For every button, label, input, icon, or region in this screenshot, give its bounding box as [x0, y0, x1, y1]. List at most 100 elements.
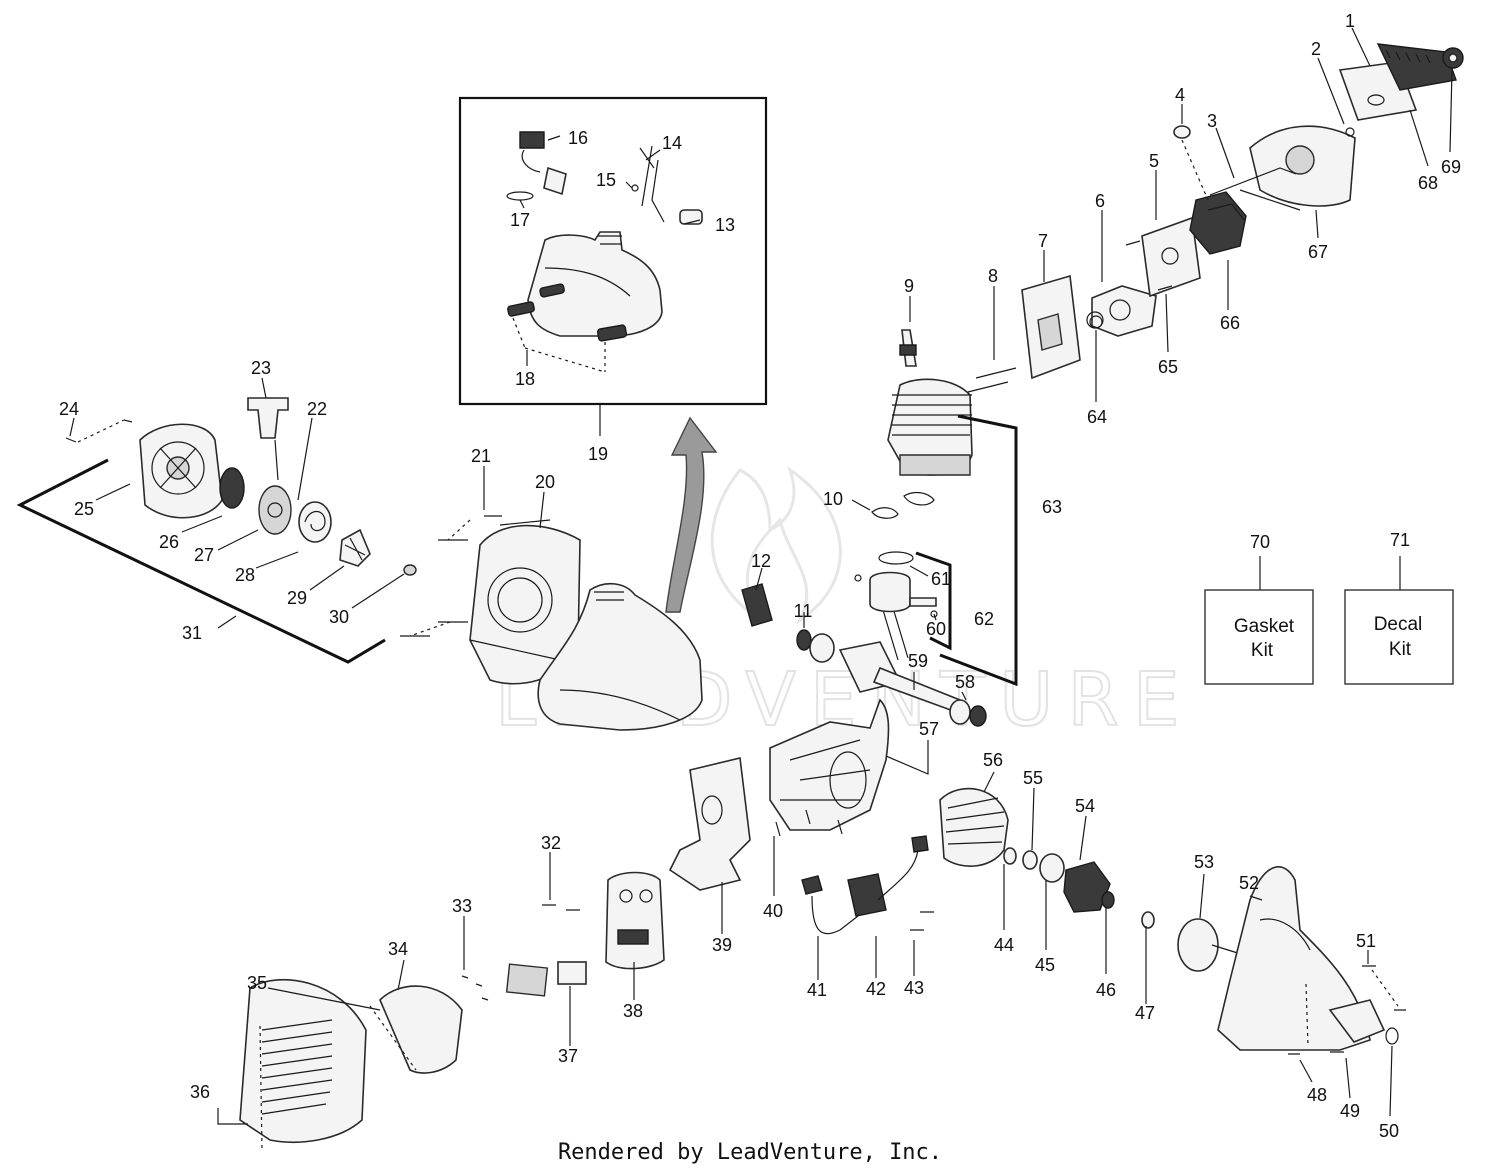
callout-47: 47 [1135, 1003, 1155, 1023]
decal-kit-line1: Decal [1374, 614, 1423, 635]
callout-63: 63 [1042, 497, 1062, 517]
callout-54: 54 [1075, 796, 1095, 816]
callout-17: 17 [510, 210, 530, 230]
callout-67: 67 [1308, 242, 1328, 262]
callout-39: 39 [712, 935, 732, 955]
cylinder [871, 329, 1017, 519]
callout-2: 2 [1311, 39, 1321, 59]
bracket-62 [915, 551, 952, 651]
callout-65: 65 [1158, 357, 1178, 377]
callout-53: 53 [1194, 852, 1214, 872]
bracket-63 [939, 414, 1018, 687]
direction-arrow [665, 416, 718, 613]
callout-62: 62 [974, 609, 994, 629]
callout-58: 58 [955, 672, 975, 692]
crankcase-cover [400, 515, 581, 685]
seal-11 [796, 629, 812, 651]
callout-71: 71 [1390, 530, 1410, 550]
inset-frame [458, 96, 768, 406]
callout-44: 44 [994, 935, 1014, 955]
callout-23: 23 [251, 358, 271, 378]
callout-24: 24 [59, 399, 79, 419]
callout-11: 11 [794, 601, 813, 621]
callout-66: 66 [1220, 313, 1240, 333]
callout-69: 69 [1441, 157, 1461, 177]
decal-kit-box: Decal Kit [1344, 589, 1454, 685]
callout-21: 21 [471, 446, 491, 466]
callout-9: 9 [904, 276, 914, 296]
callout-43: 43 [904, 978, 924, 998]
callout-32: 32 [541, 833, 561, 853]
callout-4: 4 [1175, 85, 1185, 105]
callout-46: 46 [1096, 980, 1116, 1000]
callout-16: 16 [568, 128, 588, 148]
callout-52: 52 [1239, 873, 1259, 893]
callout-22: 22 [307, 399, 327, 419]
callout-31: 31 [182, 623, 202, 643]
fuel-tank-inset [458, 96, 768, 406]
callout-70: 70 [1250, 532, 1270, 552]
decal-kit-line2: Kit [1389, 639, 1412, 660]
callout-57: 57 [919, 719, 939, 739]
callout-37: 37 [558, 1046, 578, 1066]
ignition-module-12 [741, 583, 773, 627]
crankshaft [809, 597, 987, 727]
callout-19: 19 [588, 444, 608, 464]
callout-34: 34 [388, 939, 408, 959]
callout-42: 42 [866, 979, 886, 999]
callout-10: 10 [823, 489, 843, 509]
callout-14: 14 [662, 133, 682, 153]
gasket-kit-box: Gasket Kit [1204, 589, 1314, 685]
ignition-lead [801, 835, 934, 935]
piston [854, 551, 938, 618]
starter-assembly [16, 397, 417, 664]
callout-1: 1 [1345, 11, 1355, 31]
callout-6: 6 [1095, 191, 1105, 211]
callout-26: 26 [159, 532, 179, 552]
callout-55: 55 [1023, 768, 1043, 788]
footer-credit: Rendered by LeadVenture, Inc. [557, 1140, 943, 1165]
callout-28: 28 [235, 565, 255, 585]
callout-8: 8 [988, 266, 998, 286]
callout-18: 18 [515, 369, 535, 389]
callout-labels: 1 2 3 4 5 6 7 8 9 10 11 12 13 14 15 16 1… [59, 11, 1461, 1141]
callout-20: 20 [535, 472, 555, 492]
leader-lines [69, 27, 1453, 1125]
callout-29: 29 [287, 588, 307, 608]
callout-59: 59 [908, 651, 928, 671]
tank-housing [542, 757, 751, 970]
gasket-kit-line2: Kit [1251, 640, 1274, 661]
callout-12: 12 [751, 551, 771, 571]
callout-36: 36 [190, 1082, 210, 1102]
callout-68: 68 [1418, 173, 1438, 193]
callout-25: 25 [74, 499, 94, 519]
clutch-housing [1177, 866, 1406, 1055]
gasket-kit-line1: Gasket [1234, 616, 1295, 637]
callout-48: 48 [1307, 1085, 1327, 1105]
callout-51: 51 [1356, 931, 1376, 951]
callout-30: 30 [329, 607, 349, 627]
callout-5: 5 [1149, 151, 1159, 171]
callout-33: 33 [452, 896, 472, 916]
callout-45: 45 [1035, 955, 1055, 975]
callout-40: 40 [763, 901, 783, 921]
fuel-tank [537, 582, 703, 731]
callout-38: 38 [623, 1001, 643, 1021]
callout-35: 35 [247, 973, 267, 993]
carburetor-group [1021, 43, 1464, 380]
callout-41: 41 [807, 980, 827, 1000]
callout-15: 15 [596, 170, 616, 190]
callout-49: 49 [1340, 1101, 1360, 1121]
callout-56: 56 [983, 750, 1003, 770]
callout-13: 13 [715, 215, 735, 235]
callout-64: 64 [1087, 407, 1107, 427]
callout-27: 27 [194, 545, 214, 565]
callout-61: 61 [931, 569, 951, 589]
callout-7: 7 [1038, 231, 1048, 251]
callout-3: 3 [1207, 111, 1217, 131]
callout-50: 50 [1379, 1121, 1399, 1141]
crankcase [769, 698, 890, 837]
flywheel-clutch [939, 787, 1155, 929]
engine-covers [239, 961, 587, 1151]
